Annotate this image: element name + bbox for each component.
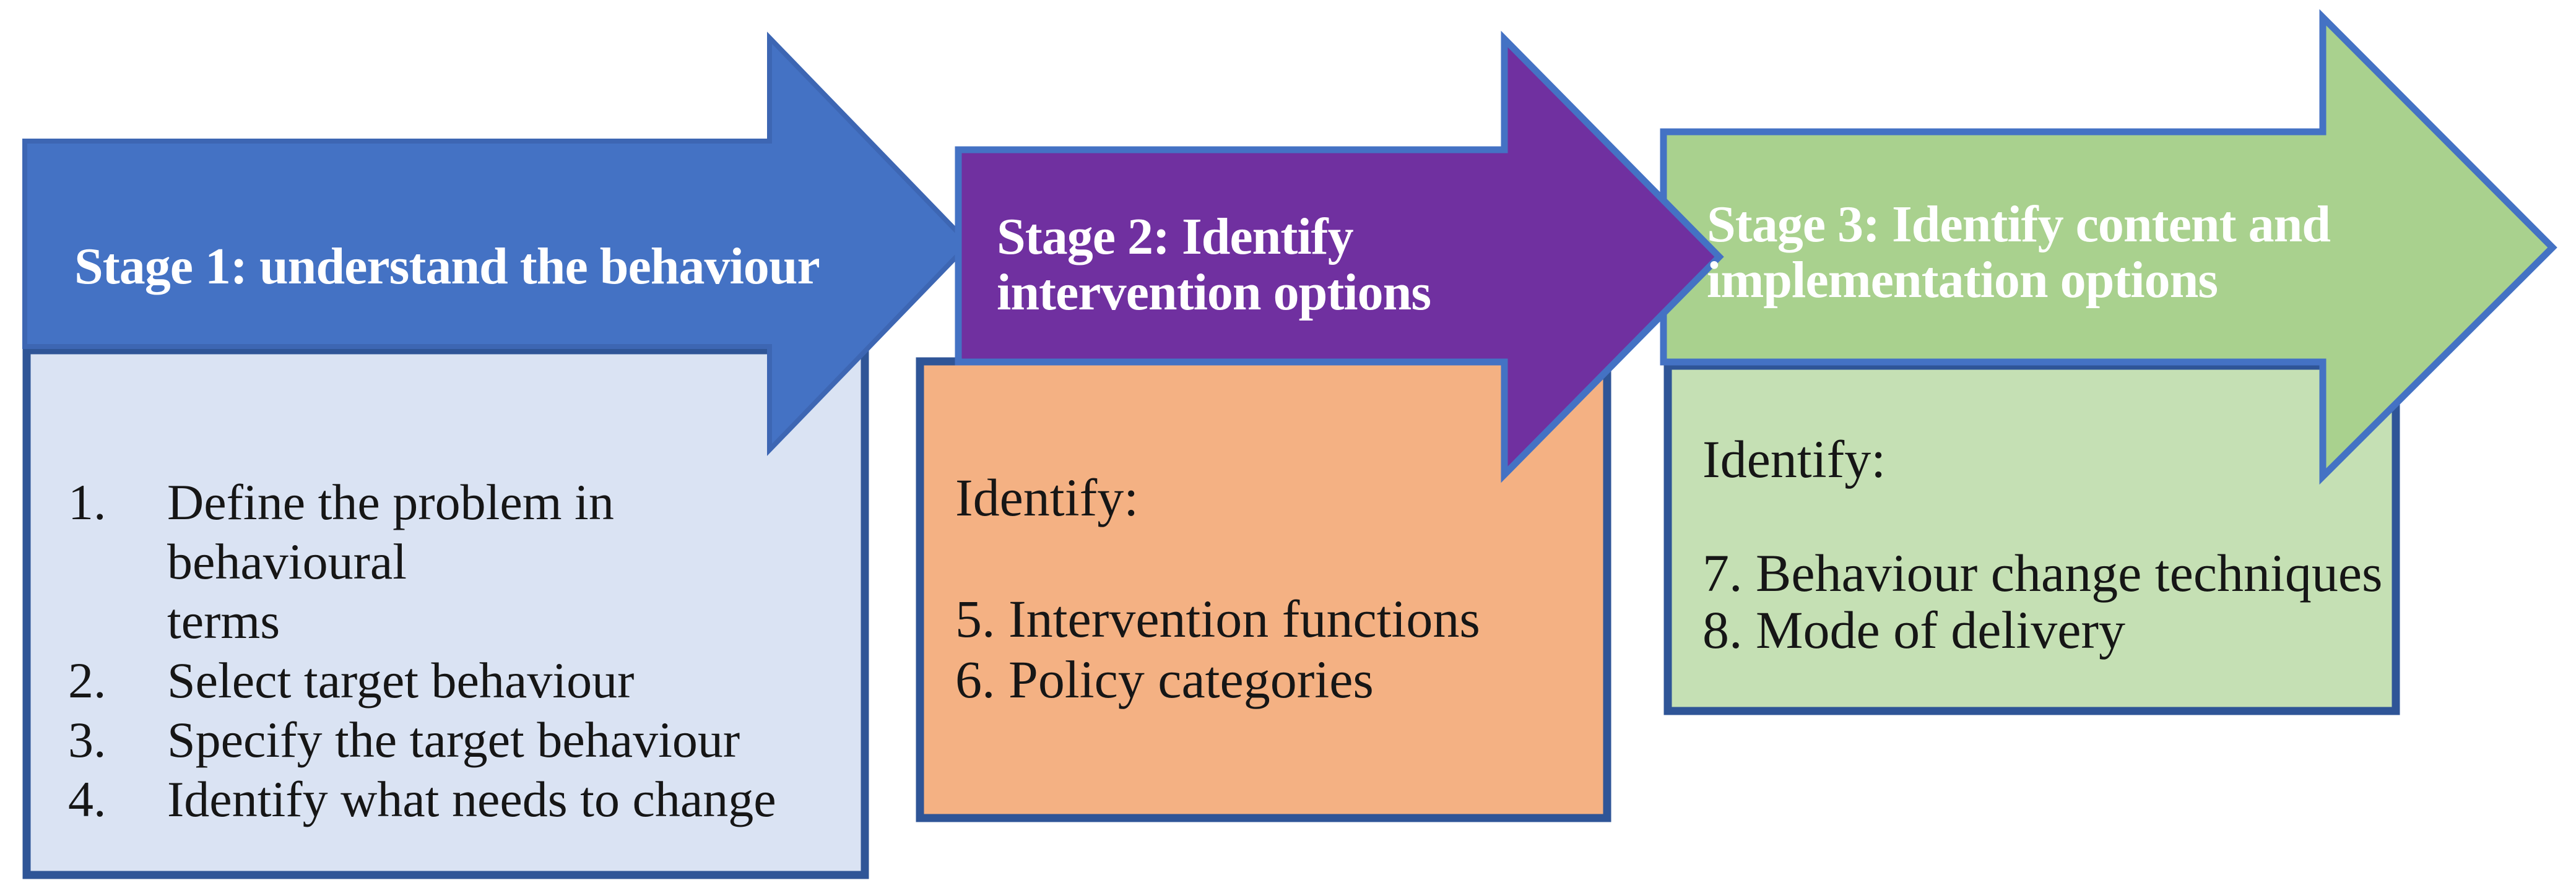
- list-item: 6. Policy categories: [955, 650, 1374, 709]
- list-item: 2. Select target behaviour: [68, 651, 848, 710]
- list-item: 8. Mode of delivery: [1702, 600, 2126, 660]
- stage-2-arrow: [955, 30, 1724, 483]
- list-item: 1. Define the problem in behavioural ter…: [68, 473, 848, 651]
- stage-1-arrow: [22, 32, 973, 456]
- stage-1-detail-box: [22, 346, 869, 879]
- identify-heading: Identify:: [955, 468, 1139, 527]
- list-item-text: Identify what needs to change: [167, 771, 776, 827]
- list-item-text: Specify the target behaviour: [167, 712, 740, 768]
- stage-3-task-list: Identify: 7. Behaviour change techniques…: [1702, 431, 2396, 658]
- identify-heading: Identify:: [1702, 429, 1886, 489]
- stage-1-title: Stage 1: understand the behaviour: [74, 238, 820, 295]
- stage-1-task-list: 1. Define the problem in behavioural ter…: [68, 473, 848, 829]
- stage-2-title: Stage 2: Identify intervention options: [997, 208, 1431, 321]
- stage-3-detail-box: [1663, 361, 2400, 715]
- list-item-text: Define the problem in behavioural terms: [167, 474, 614, 649]
- list-item-number: 2.: [68, 652, 106, 709]
- spacer: [955, 528, 1599, 588]
- stage-3-arrow: [1660, 9, 2557, 485]
- list-item-number: 4.: [68, 771, 106, 827]
- list-item: 5. Intervention functions: [955, 589, 1480, 648]
- spacer: [1702, 488, 2396, 545]
- list-item-number: 3.: [68, 712, 106, 768]
- stage-3-title: Stage 3: Identify content and implementa…: [1707, 196, 2331, 309]
- list-item: 3. Specify the target behaviour: [68, 710, 848, 770]
- stage-2-task-list: Identify: 5. Intervention functions 6. P…: [955, 467, 1599, 710]
- list-item-text: Select target behaviour: [167, 652, 635, 709]
- list-item: 4. Identify what needs to change: [68, 770, 848, 829]
- list-item: 7. Behaviour change techniques: [1702, 543, 2383, 603]
- list-item-number: 1.: [68, 474, 106, 530]
- stage-2-detail-box: [916, 357, 1611, 822]
